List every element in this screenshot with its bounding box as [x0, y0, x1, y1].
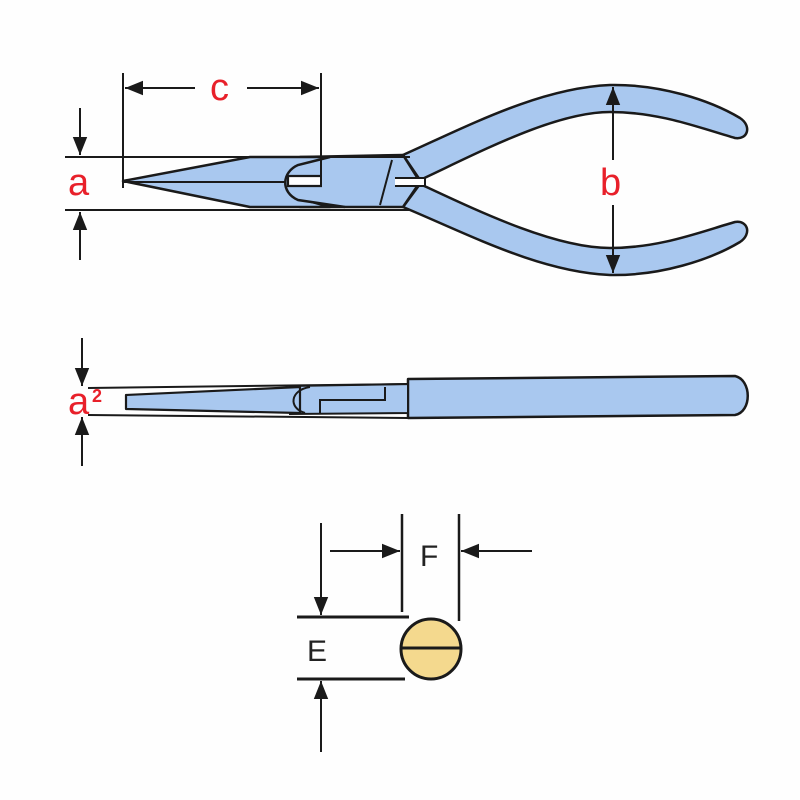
- label-c: c: [210, 67, 229, 109]
- side-view-pliers: [87, 374, 749, 420]
- label-a: a: [68, 162, 90, 204]
- dimension-c: c: [122, 67, 322, 188]
- side-jaw-tip: [124, 385, 302, 415]
- dimension-a2: a 2: [68, 338, 102, 466]
- label-e: E: [307, 635, 327, 668]
- side-handle: [406, 374, 749, 420]
- label-a2: a: [68, 381, 90, 423]
- dimension-b: b: [600, 87, 621, 273]
- lower-handle: [401, 182, 749, 277]
- label-f: F: [420, 540, 438, 573]
- upper-handle: [401, 83, 749, 182]
- dimension-e: E: [297, 523, 409, 752]
- top-view-pliers: [121, 83, 749, 277]
- label-a2-superscript: 2: [92, 386, 102, 406]
- label-b: b: [600, 162, 621, 204]
- dimension-f: F: [330, 514, 532, 621]
- dimension-a: a: [65, 108, 410, 260]
- tip-cross-section: [399, 617, 463, 681]
